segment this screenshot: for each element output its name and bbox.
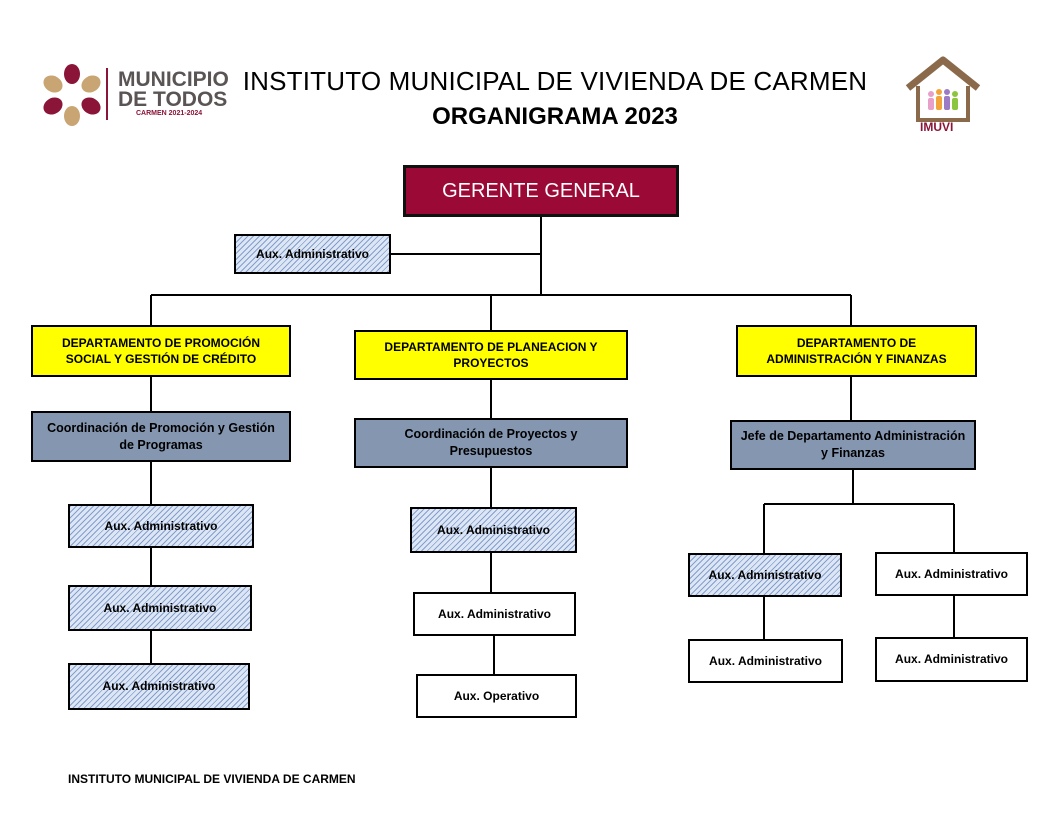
node-coord-promocion: Coordinación de Promoción y Gestión de P… xyxy=(31,411,291,462)
node-c3-aux-2: Aux. Administrativo xyxy=(875,552,1028,596)
logo-line3: CARMEN 2021-2024 xyxy=(136,110,203,117)
node-c1-aux-1: Aux. Administrativo xyxy=(68,504,254,548)
node-coord-proyectos: Coordinación de Proyectos y Presupuestos xyxy=(354,418,628,468)
municipio-de-todos-logo: MUNICIPIO DE TODOS CARMEN 2021-2024 xyxy=(40,64,230,126)
node-c2-aux-1: Aux. Administrativo xyxy=(410,507,577,553)
node-c3-aux-1: Aux. Administrativo xyxy=(688,553,842,597)
node-c3-aux-4: Aux. Administrativo xyxy=(875,637,1028,682)
logo-divider xyxy=(106,68,108,120)
logo-line2: DE TODOS xyxy=(118,88,228,111)
node-c2-aux-operativo: Aux. Operativo xyxy=(416,674,577,718)
node-c1-aux-3: Aux. Administrativo xyxy=(68,663,250,710)
institute-title: INSTITUTO MUNICIPAL DE VIVIENDA DE CARME… xyxy=(242,66,868,96)
node-dept-planeacion: DEPARTAMENTO DE PLANEACION Y PROYECTOS xyxy=(354,330,628,380)
organigram-title: ORGANIGRAMA 2023 xyxy=(432,103,678,130)
node-aux-gerente: Aux. Administrativo xyxy=(234,234,391,274)
imuvi-logo: IMUVI xyxy=(898,54,988,144)
node-jefe-administracion: Jefe de Departamento Administración y Fi… xyxy=(730,420,976,470)
house-family-icon xyxy=(905,56,981,122)
node-dept-administracion: DEPARTAMENTO DE ADMINISTRACIÓN Y FINANZA… xyxy=(736,325,977,377)
node-c2-aux-2: Aux. Administrativo xyxy=(413,592,576,636)
logo-line1: MUNICIPIO xyxy=(118,68,229,91)
flower-emblem-icon xyxy=(43,64,101,126)
node-c3-aux-3: Aux. Administrativo xyxy=(688,639,843,683)
footer-text: INSTITUTO MUNICIPAL DE VIVIENDA DE CARME… xyxy=(68,772,356,786)
node-c1-aux-2: Aux. Administrativo xyxy=(68,585,252,631)
node-gerente-general: GERENTE GENERAL xyxy=(403,165,679,217)
node-dept-promocion: DEPARTAMENTO DE PROMOCIÓN SOCIAL Y GESTI… xyxy=(31,325,291,377)
imuvi-label: IMUVI xyxy=(920,120,954,134)
